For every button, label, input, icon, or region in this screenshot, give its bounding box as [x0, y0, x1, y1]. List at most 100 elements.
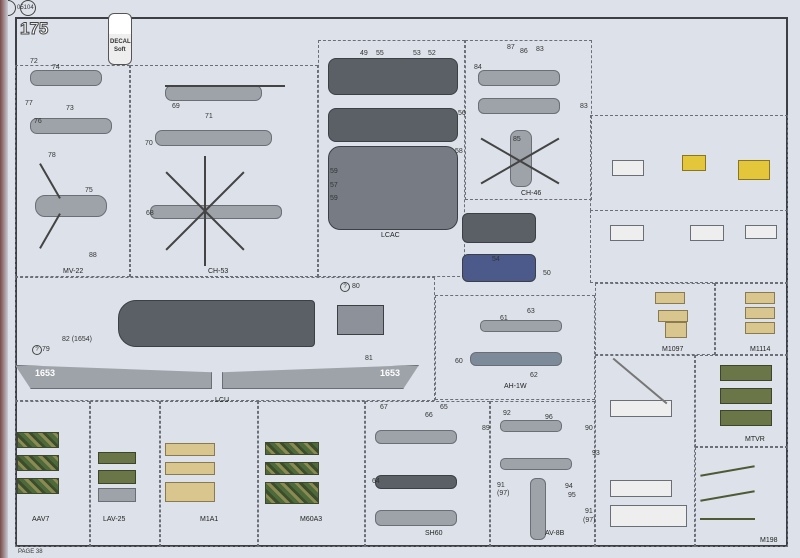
- panel-ch46: [465, 40, 592, 200]
- callout: 96: [545, 414, 553, 421]
- label-sh60: SH60: [425, 530, 443, 537]
- mv22-side-view: [30, 70, 102, 86]
- lcac-side-view-2: [328, 108, 458, 142]
- panel-m1097: [595, 283, 715, 355]
- callout: 81: [365, 355, 373, 362]
- callout: 66: [425, 412, 433, 419]
- callout: 60: [455, 358, 463, 365]
- callout: 77: [25, 100, 33, 107]
- m1a1-drawing: [165, 482, 215, 502]
- m1097-drawing: [665, 322, 687, 338]
- sh60-side-view: [375, 430, 457, 444]
- panel-mtvr: [695, 355, 788, 447]
- callout: 86: [520, 48, 528, 55]
- trailer-drawing: [612, 160, 644, 176]
- label-lcac: LCAC: [381, 232, 400, 239]
- ch46-side-view-2: [478, 98, 560, 114]
- lcac-cutout: [462, 213, 536, 243]
- m1a1-drawing: [165, 462, 215, 475]
- callout: 59: [330, 195, 338, 202]
- callout: 84: [474, 64, 482, 71]
- label-m1114: M1114: [750, 346, 771, 353]
- m1a1-drawing: [165, 443, 215, 456]
- aav7-drawing: [17, 455, 59, 471]
- callout: 52: [428, 50, 436, 57]
- sh60-side-view-2: [375, 475, 457, 489]
- callout: 88: [89, 252, 97, 259]
- panel-trailers: [590, 210, 788, 283]
- panel-aav7: [15, 401, 90, 547]
- label-mtvr: MTVR: [745, 436, 765, 443]
- ch46-side-view: [478, 70, 560, 86]
- sheet-code: 05104: [17, 5, 34, 11]
- panel-m198: [695, 447, 788, 547]
- panel-mv22: [15, 65, 130, 277]
- callout: 56: [458, 110, 466, 117]
- callout: 75: [85, 187, 93, 194]
- callout: 83: [536, 46, 544, 53]
- callout: 76: [34, 118, 42, 125]
- lcu-top-view: [118, 300, 315, 347]
- callout: 78: [48, 152, 56, 159]
- label-m198: M198: [760, 537, 778, 544]
- av8b-top-view: [530, 478, 546, 540]
- lcac-top-view: [328, 146, 458, 230]
- label-m60a3: M60A3: [300, 516, 323, 523]
- forklift-drawing: [682, 155, 706, 171]
- callout: 61: [500, 315, 508, 322]
- callout: 73: [66, 105, 74, 112]
- callout: 65: [440, 404, 448, 411]
- m1114-drawing: [745, 292, 775, 304]
- forklift-drawing: [738, 160, 770, 180]
- decal-softener-icon: DECAL Soft: [108, 13, 132, 65]
- question-icon: ?: [340, 282, 350, 292]
- trailer-drawing: [745, 225, 777, 239]
- crane-drawing: [610, 400, 672, 417]
- callout: (97): [497, 490, 510, 497]
- callout: 94: [565, 483, 573, 490]
- label-av8b: AV-8B: [545, 530, 565, 537]
- ch53-top-view: [150, 205, 282, 219]
- rotor-icon: [204, 156, 206, 266]
- sh60-bottom-view: [375, 510, 457, 526]
- callout: 72: [30, 58, 38, 65]
- callout: 80: [351, 283, 360, 290]
- scale-number: 175: [19, 19, 49, 39]
- hull-number: 1653: [35, 368, 56, 378]
- callout: 54: [492, 256, 500, 263]
- mv22-top-view: [35, 195, 107, 217]
- panel-m60a3: [258, 401, 365, 547]
- callout: 93: [592, 450, 600, 457]
- m60a3-drawing: [265, 482, 319, 504]
- m1114-drawing: [745, 322, 775, 334]
- callout: 50: [543, 270, 551, 277]
- callout: (97): [583, 517, 596, 524]
- callout: 85: [513, 136, 521, 143]
- callout: 90: [585, 425, 593, 432]
- callout: 58: [455, 148, 463, 155]
- m198-drawing: [700, 518, 755, 520]
- mtvr-drawing: [720, 410, 772, 426]
- callout: 91: [585, 508, 593, 515]
- page-number: PAGE 38: [18, 549, 43, 555]
- panel-m1a1: [160, 401, 258, 547]
- label-mv22: MV-22: [63, 268, 84, 275]
- callout: 82 (1654): [62, 336, 92, 343]
- trailer-drawing: [690, 225, 724, 241]
- callout: 79: [42, 346, 50, 353]
- panel-m1114: [715, 283, 788, 355]
- callout: 64: [372, 478, 380, 485]
- callout: 83: [580, 103, 588, 110]
- callout: 92: [503, 410, 511, 417]
- label-ah1w: AH-1W: [504, 383, 527, 390]
- m1097-drawing: [658, 310, 688, 322]
- rotor-icon: [165, 85, 285, 87]
- panel-sh60: [365, 401, 490, 547]
- panel-crane: [595, 355, 695, 547]
- aav7-drawing: [17, 478, 59, 494]
- panel-lcu: [15, 277, 435, 401]
- aav7-drawing: [17, 432, 59, 448]
- callout: 67: [380, 404, 388, 411]
- panel-lcac: [318, 40, 465, 277]
- generator-drawing: [610, 225, 644, 241]
